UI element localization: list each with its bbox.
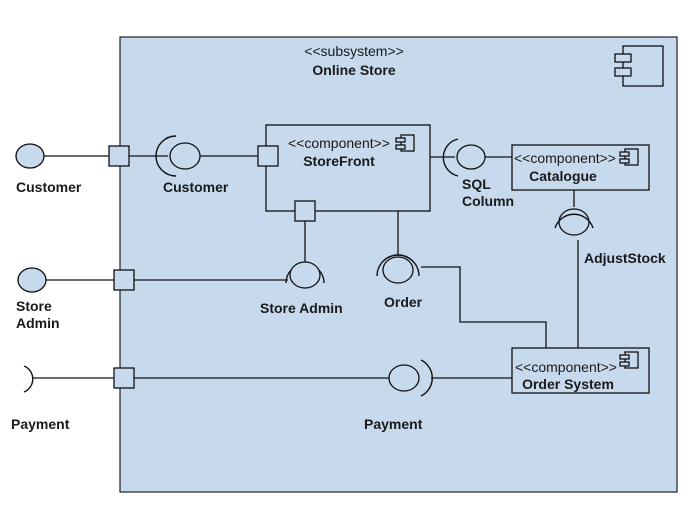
customer-actor-interface: [15, 143, 45, 169]
storefront-name: StoreFront: [303, 153, 375, 169]
sql-column-label-line2: Column: [462, 193, 514, 209]
customer-actor-label: Customer: [16, 179, 82, 195]
order-ball: [382, 256, 414, 284]
customer-port: [108, 145, 130, 167]
customer-interface-label: Customer: [163, 179, 229, 195]
storefront-admin-port: [294, 200, 316, 222]
component-icon: [619, 148, 639, 166]
order-interface-label: Order: [384, 294, 423, 310]
catalogue-name: Catalogue: [529, 168, 597, 184]
component-icon: [395, 134, 415, 152]
order-connection: [376, 211, 547, 348]
store-admin-actor-label-line2: Admin: [16, 315, 60, 331]
sql-column-label-line1: SQL: [462, 176, 491, 192]
subsystem-stereotype: <<subsystem>>: [304, 43, 404, 59]
component-catalogue: <<component>> Catalogue: [511, 144, 650, 191]
customer-socket: [155, 135, 177, 177]
order-system-stereotype: <<component>>: [515, 359, 617, 375]
payment-ball: [388, 364, 420, 392]
adjust-stock-connection: [554, 190, 594, 348]
storefront-stereotype: <<component>>: [288, 135, 390, 151]
customer-ball: [169, 142, 201, 170]
store-admin-actor-label-line1: Store: [16, 298, 52, 314]
store-admin-actor-interface: [17, 267, 47, 293]
store-admin-ball: [289, 261, 321, 289]
payment-connection: [23, 359, 512, 397]
storefront-customer-port: [257, 145, 279, 167]
store-admin-port: [113, 269, 135, 291]
component-storefront: <<component>> StoreFront: [265, 124, 431, 212]
catalogue-stereotype: <<component>>: [514, 150, 616, 166]
payment-actor-socket: [23, 365, 34, 393]
payment-actor-label: Payment: [11, 416, 70, 432]
sql-column-ball: [456, 144, 486, 170]
component-icon: [619, 351, 639, 369]
payment-port: [113, 367, 135, 389]
store-admin-interface-label: Store Admin: [260, 300, 343, 316]
payment-interface-label: Payment: [364, 416, 423, 432]
adjust-stock-ball: [558, 208, 590, 236]
order-socket: [376, 254, 420, 277]
sql-column-socket: [442, 138, 459, 177]
order-system-name: Order System: [522, 376, 614, 392]
adjust-stock-label: AdjustStock: [584, 250, 666, 266]
subsystem-name: Online Store: [312, 62, 395, 78]
sql-column-connection: [430, 138, 512, 177]
adjust-stock-socket: [554, 213, 594, 229]
subsystem-component-icon: [614, 45, 664, 87]
store-admin-connection: [17, 200, 325, 293]
component-order-system: <<component>> Order System: [511, 347, 650, 394]
customer-connection: [15, 135, 279, 177]
